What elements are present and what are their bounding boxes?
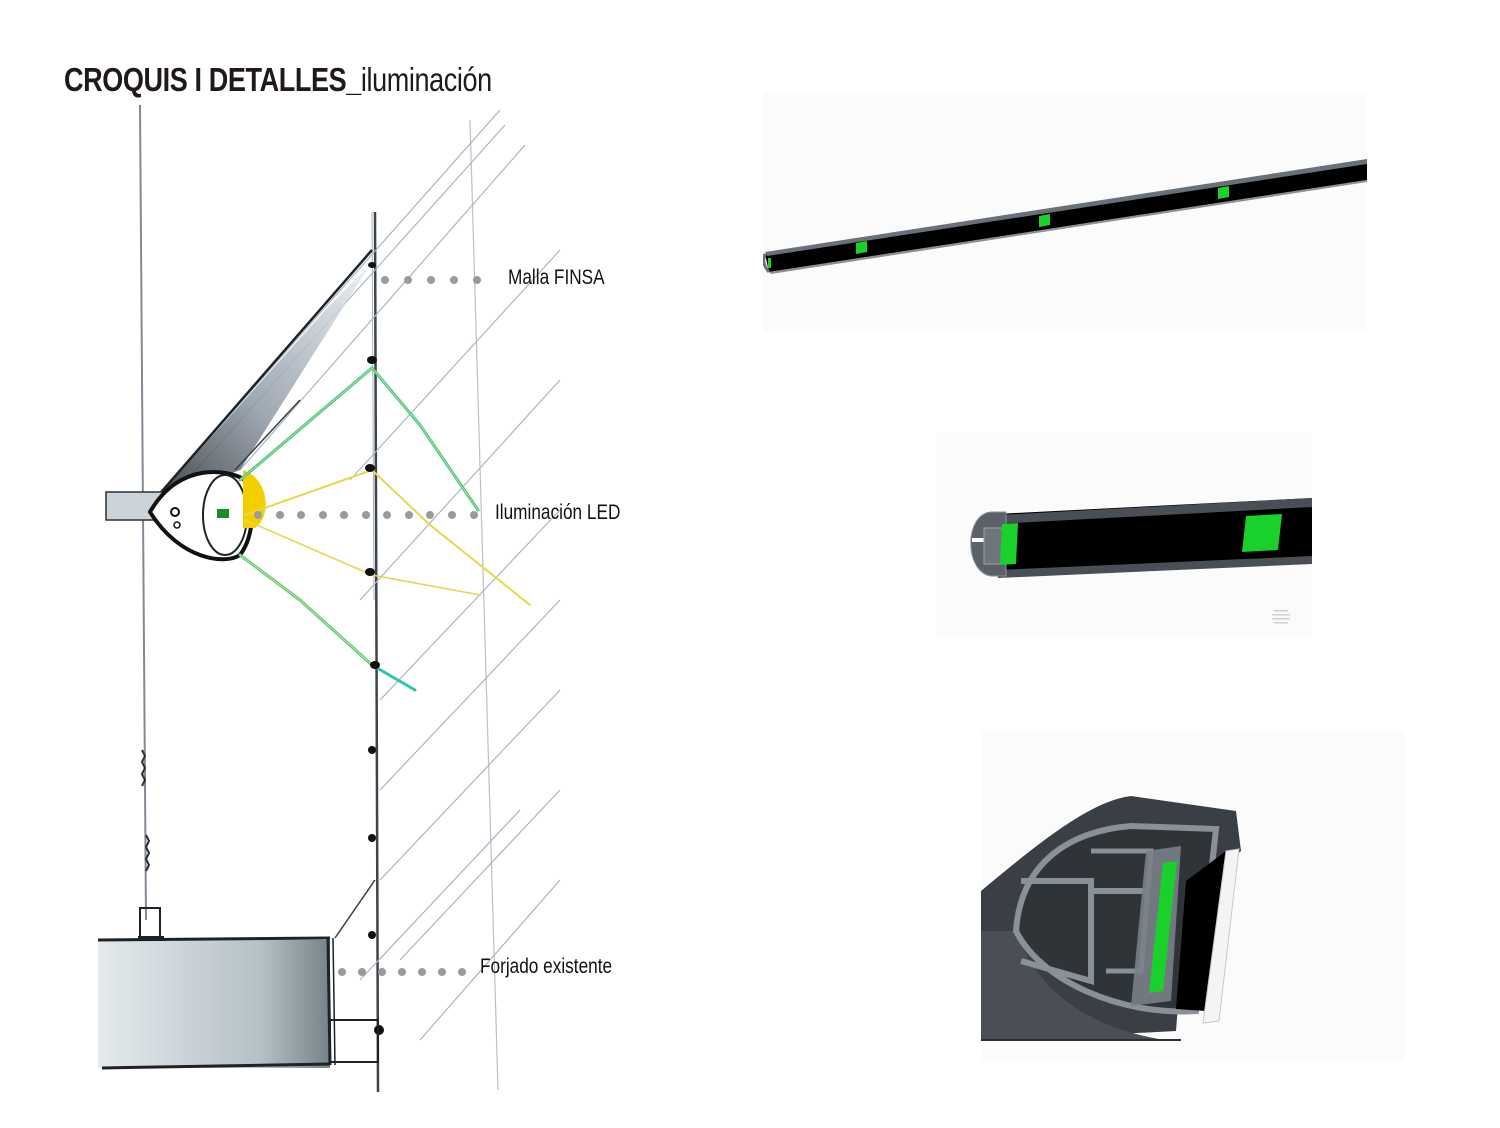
callout-iluminacion-led: Iluminación LED	[495, 501, 621, 524]
led-chip	[217, 509, 229, 518]
render-profile-end	[936, 432, 1312, 637]
title-separator: _	[346, 61, 361, 98]
mesh-fixings	[365, 262, 384, 1035]
led-profile-long-image	[763, 159, 1367, 274]
render-profile-section	[981, 731, 1406, 1061]
shaded-panel	[150, 265, 370, 505]
led-profile-end-image	[970, 498, 1312, 624]
led-module	[1000, 523, 1018, 565]
led-strip	[1149, 861, 1177, 993]
title-bold: CROQUIS I DETALLES	[64, 61, 347, 98]
led-module	[1242, 514, 1282, 552]
page-title: CROQUIS I DETALLES_iluminación	[64, 60, 492, 100]
callout-malla-finsa: Malla FINSA	[508, 266, 605, 289]
light-rays	[238, 365, 531, 692]
slab-hatch	[98, 940, 330, 1068]
render-profile-long	[763, 92, 1367, 332]
title-light: iluminación	[360, 61, 492, 98]
led-module	[1039, 214, 1050, 227]
led-module	[856, 241, 867, 254]
callout-forjado-existente: Forjado existente	[480, 955, 613, 978]
led-module	[1218, 186, 1229, 199]
led-profile-section-image	[981, 796, 1241, 1041]
